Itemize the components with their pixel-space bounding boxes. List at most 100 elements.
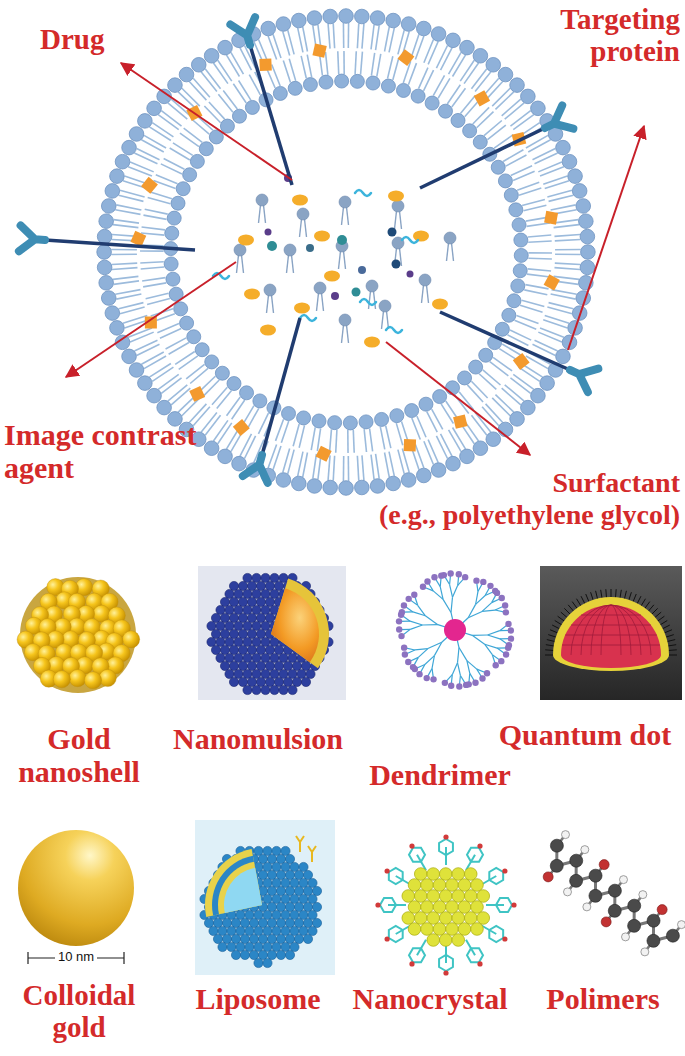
contrast-agent bbox=[388, 191, 404, 202]
surface-bead bbox=[256, 613, 265, 622]
lipid-head bbox=[218, 40, 233, 55]
caption: Dendrimer bbox=[369, 758, 511, 791]
dendrimer-branch bbox=[451, 597, 452, 612]
end-group bbox=[508, 635, 514, 641]
membrane-agent bbox=[312, 43, 326, 57]
lipid-head bbox=[122, 140, 137, 155]
lattice-atom bbox=[471, 923, 484, 936]
lipid-tail bbox=[527, 223, 550, 226]
lipid-tail bbox=[428, 440, 438, 463]
lipid-head bbox=[218, 449, 233, 464]
lipid-tail bbox=[343, 456, 345, 481]
lipid-head bbox=[473, 135, 487, 149]
lipid-tail bbox=[452, 88, 466, 107]
lipid-tail bbox=[551, 205, 576, 210]
surface-bead bbox=[276, 950, 285, 959]
antibody-head bbox=[545, 105, 573, 128]
ligand-hair bbox=[651, 608, 657, 614]
surface-bead bbox=[209, 926, 218, 935]
lipid-head bbox=[179, 67, 194, 82]
ligand-hair bbox=[572, 602, 577, 609]
lipid-tail bbox=[347, 430, 349, 453]
lipid-head bbox=[343, 416, 357, 430]
ligand-hair bbox=[629, 592, 632, 601]
surface-bead bbox=[294, 902, 303, 911]
lattice-atom bbox=[414, 912, 427, 925]
surface-bead bbox=[238, 629, 247, 638]
lipid-head bbox=[438, 104, 452, 118]
surface-bead bbox=[238, 613, 247, 622]
lipid-tail bbox=[140, 250, 164, 252]
surface-bead bbox=[243, 669, 252, 678]
surface-bead bbox=[261, 621, 270, 630]
lipid-tail bbox=[547, 307, 572, 314]
ligand-ring bbox=[380, 898, 396, 912]
lipid-tails bbox=[218, 862, 262, 915]
surface-bead bbox=[299, 878, 308, 887]
caption: Liposome bbox=[195, 982, 320, 1015]
lipid-tail bbox=[449, 430, 462, 452]
lipid-head bbox=[303, 78, 317, 92]
lipid-head bbox=[176, 182, 190, 196]
surface-bead bbox=[303, 934, 312, 943]
lipid-head bbox=[264, 284, 276, 296]
lipid-tail bbox=[301, 56, 306, 78]
ligand-hair bbox=[548, 635, 557, 638]
lipid-tail bbox=[554, 235, 580, 237]
dendrimer-branch bbox=[452, 663, 457, 675]
lipid-head bbox=[129, 363, 144, 378]
ligand-hair bbox=[660, 621, 668, 626]
surface-bead bbox=[247, 613, 256, 622]
surface-bead bbox=[281, 862, 290, 871]
ligand-ring bbox=[467, 848, 483, 862]
lipid-head bbox=[556, 140, 571, 155]
surface-bead bbox=[256, 645, 265, 654]
callout-label: (e.g., polyethylene glycol) bbox=[379, 500, 680, 531]
lipid-tail bbox=[313, 454, 317, 479]
lipid-head bbox=[386, 476, 401, 491]
surface-bead bbox=[267, 870, 276, 879]
lipid-tail bbox=[170, 148, 190, 160]
ligand-hair bbox=[558, 616, 565, 621]
ligand-hair bbox=[545, 649, 554, 651]
dendrimer-branch bbox=[410, 621, 422, 625]
lipid-tail bbox=[161, 111, 181, 126]
hydrogen-atom bbox=[622, 933, 630, 941]
surface-bead bbox=[234, 589, 243, 598]
scale-tick bbox=[123, 952, 124, 964]
lipid-head bbox=[473, 441, 488, 456]
ligand-hair bbox=[662, 625, 670, 629]
lipid-tail bbox=[141, 352, 163, 364]
lipid-tail bbox=[343, 23, 345, 48]
surface-bead bbox=[261, 605, 270, 614]
lipid-tail bbox=[114, 281, 139, 285]
lipid-tail bbox=[180, 133, 199, 147]
lipid-head bbox=[405, 404, 419, 418]
dendrimer-branch bbox=[425, 616, 437, 625]
surface-bead bbox=[301, 661, 310, 670]
lattice-atom bbox=[471, 879, 484, 892]
lipid-tail bbox=[528, 235, 551, 237]
lipid-tail bbox=[111, 249, 137, 251]
surface-bead bbox=[281, 942, 290, 951]
surface-bead bbox=[254, 910, 263, 919]
lipid-tail bbox=[389, 28, 394, 52]
lipid-head bbox=[507, 294, 521, 308]
lipid-tail bbox=[242, 255, 244, 273]
end-group bbox=[492, 662, 498, 668]
surface-bead bbox=[303, 902, 312, 911]
lipid-tail bbox=[205, 69, 220, 89]
surface-bead bbox=[303, 870, 312, 879]
surface-bead bbox=[238, 677, 247, 686]
lipid-head bbox=[323, 9, 338, 24]
lipid-tail bbox=[276, 419, 284, 441]
lipid-tail bbox=[385, 453, 390, 478]
lipid-tail bbox=[130, 332, 154, 342]
lipid-head bbox=[234, 244, 246, 256]
hydrogen-atom bbox=[641, 948, 649, 956]
surface-bead bbox=[225, 653, 234, 662]
shell bbox=[553, 597, 669, 671]
lipid-tail bbox=[453, 55, 466, 77]
membrane-agent bbox=[544, 211, 558, 225]
end-group bbox=[405, 596, 411, 602]
